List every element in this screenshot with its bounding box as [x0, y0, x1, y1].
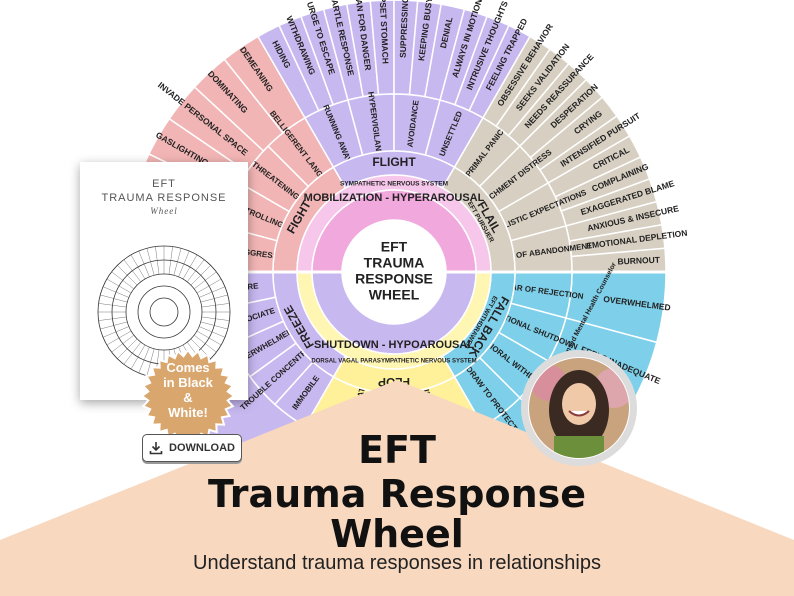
headline-line-3: Wheel — [330, 512, 464, 556]
headline-subtitle: Understand trauma responses in relations… — [193, 552, 601, 574]
flight-outer-item: UPSET STOMACH — [377, 0, 390, 64]
wheel-center-text: WHEEL — [369, 287, 420, 303]
preview-card-eft: EFT — [152, 178, 176, 190]
headline-line-1: EFT — [358, 428, 436, 472]
badge-line-2: in Black — [163, 375, 213, 390]
preview-card-subtitle: Wheel — [150, 206, 178, 216]
hypoarousal-sub-label: DORSAL VAGAL PARASYMPATHETIC NERVOUS SYS… — [311, 359, 476, 365]
wheel-center-text: RESPONSE — [355, 271, 433, 287]
badge-text: Comes in Black & White! — [140, 360, 236, 420]
badge-line-1: Comes — [166, 360, 210, 375]
download-button[interactable]: DOWNLOAD — [142, 434, 242, 462]
flail-outer-item: BURNOUT — [617, 255, 661, 267]
counselor-portrait-avatar — [521, 350, 637, 466]
flight-outer-item: SUPPRESSING — [398, 0, 411, 58]
hyperarousal-sub-label: SYMPATHETIC NERVOUS SYSTEM — [340, 181, 448, 188]
download-label: DOWNLOAD — [169, 442, 235, 454]
black-white-badge-icon — [140, 348, 236, 444]
hypoarousal-label: SHUTDOWN - HYPOAROUSAL — [314, 339, 474, 351]
badge-line-3: & — [183, 390, 193, 405]
preview-mini-wheel-icon — [97, 245, 231, 379]
wheel-center-text: EFT — [381, 239, 408, 255]
flight-label: FLIGHT — [372, 155, 416, 169]
download-icon — [149, 442, 163, 455]
hyperarousal-label: MOBILIZATION - HYPERAROUSAL — [304, 192, 485, 204]
wheel-center-text: TRAUMA — [364, 255, 425, 271]
badge-line-4: White! — [168, 405, 208, 420]
preview-card-title: TRAUMA RESPONSE — [101, 192, 227, 204]
headline-line-2: Trauma Response — [207, 472, 587, 516]
peach-headline-panel — [0, 380, 794, 596]
